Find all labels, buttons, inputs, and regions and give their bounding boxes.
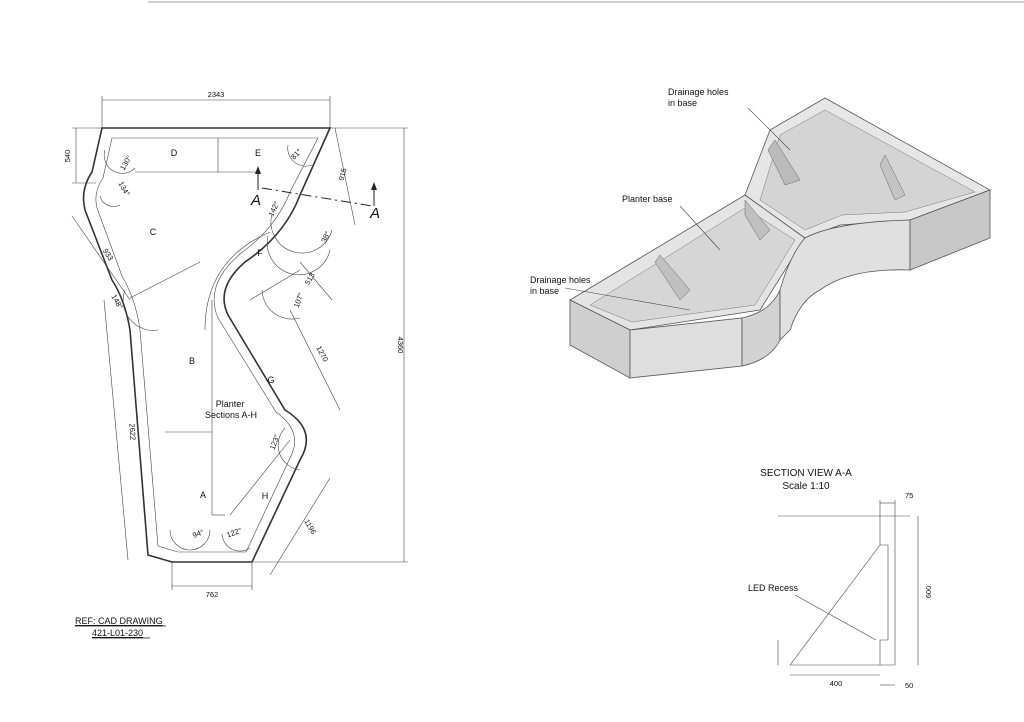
dim-e-side: 915 (337, 167, 349, 181)
section-arrow-head-left (255, 166, 261, 174)
iso-inner-wall-4 (879, 154, 906, 201)
dim-bottom-width: 762 (206, 590, 219, 599)
section-view-title: SECTION VIEW A-A (760, 468, 852, 479)
dim-c-side: 933 (101, 247, 115, 262)
section-wall-inner (879, 516, 889, 665)
section-label-f: F (257, 248, 263, 258)
section-label-g: G (267, 375, 274, 385)
planter-outline-outer (82, 127, 332, 563)
reference-line2: 421-L01-230 (92, 628, 143, 638)
iso-label-drain-top-1: Drainage holes (668, 87, 729, 97)
angle-arc-d1 (103, 149, 136, 174)
dim-g-side: 1270 (314, 344, 330, 363)
leader-led-recess (794, 594, 877, 641)
section-cut-line (261, 187, 373, 207)
angle-arc-d2 (99, 195, 121, 207)
angle-e2: 142° (266, 200, 281, 218)
led-recess-label: LED Recess (748, 583, 799, 593)
section-cut-label-left: A (250, 192, 261, 209)
dim-top-width: 2343 (208, 90, 225, 99)
iso-front-face-3 (779, 219, 911, 341)
iso-inner-wall-3 (744, 199, 771, 241)
angle-g2: 123° (268, 433, 282, 451)
angle-a1: 94° (191, 527, 205, 539)
angle-arc-a1 (169, 529, 211, 551)
iso-label-drain-top-2: in base (668, 98, 697, 108)
angle-a2: 122° (225, 526, 243, 540)
section-view: SECTION VIEW A-A Scale 1:10 75 600 400 5… (748, 468, 933, 690)
dim-section-top: 75 (905, 491, 913, 500)
angle-g1: 107° (292, 291, 306, 309)
angle-f1: 38° (319, 230, 332, 244)
dim-section-height: 600 (924, 586, 933, 599)
section-label-d: D (171, 148, 178, 158)
planter-label-line1: Planter (216, 399, 245, 409)
isometric-view: Drainage holes in base Planter base Drai… (530, 87, 991, 379)
section-label-a: A (200, 490, 206, 500)
planter-label-line2: Sections A-H (205, 410, 257, 420)
angle-d1: 130° (118, 154, 134, 172)
iso-label-drain-left-2: in base (530, 286, 559, 296)
angle-arc-g1 (261, 289, 301, 320)
angle-arc-e1 (287, 144, 313, 167)
dim-line-h (269, 477, 331, 576)
angle-d2: 134° (116, 180, 132, 198)
angle-c1: 148° (109, 293, 125, 311)
dim-h-side: 1196 (302, 518, 318, 536)
dim-line-b (103, 299, 129, 561)
divider-h-g (229, 439, 291, 516)
section-diagonal (789, 544, 881, 666)
iso-inner-wall-1 (767, 139, 801, 186)
angle-arc-e2 (270, 213, 333, 254)
dim-line-c (71, 215, 131, 301)
iso-right-floor (759, 109, 976, 231)
dim-section-small: 50 (905, 681, 913, 690)
angle-arc-g2 (277, 427, 301, 471)
section-label-h: H (262, 491, 269, 501)
iso-label-planter-base: Planter base (622, 194, 673, 204)
plan-view: 2343 540 4360 933 2622 762 1196 1270 513… (63, 90, 408, 599)
dim-line-e (334, 127, 356, 226)
angle-arc-f1 (266, 235, 331, 276)
divider-f-curve (204, 231, 271, 331)
iso-label-drain-left-1: Drainage holes (530, 275, 591, 285)
dim-left-height: 540 (63, 150, 72, 163)
section-label-e: E (255, 148, 261, 158)
dim-section-base: 400 (830, 679, 843, 688)
dim-line-f (299, 261, 333, 301)
planter-outline-inner (95, 137, 319, 553)
section-cut-label-right: A (369, 205, 380, 222)
iso-front-face-4 (909, 189, 991, 271)
section-label-c: C (150, 227, 157, 237)
leader-planter-base (679, 205, 721, 251)
iso-left-floor (589, 207, 796, 323)
angle-arc-c1 (122, 289, 159, 331)
divider-f-g (249, 269, 301, 301)
dim-f-side: 513 (303, 271, 317, 286)
leader-drain-left (564, 287, 691, 311)
dim-total-height: 4360 (396, 337, 405, 354)
section-label-b: B (189, 356, 195, 366)
divider-c-b (129, 261, 201, 299)
reference-line1: REF: CAD DRAWING (75, 616, 163, 626)
section-arrow-head-right (371, 182, 377, 190)
dim-line-g (289, 309, 341, 411)
section-view-scale: Scale 1:10 (782, 481, 830, 492)
angle-arc-a2 (221, 533, 251, 552)
iso-inner-wall-2 (654, 254, 691, 301)
dim-b-side: 2622 (127, 423, 137, 440)
leader-drain-top (747, 107, 791, 151)
